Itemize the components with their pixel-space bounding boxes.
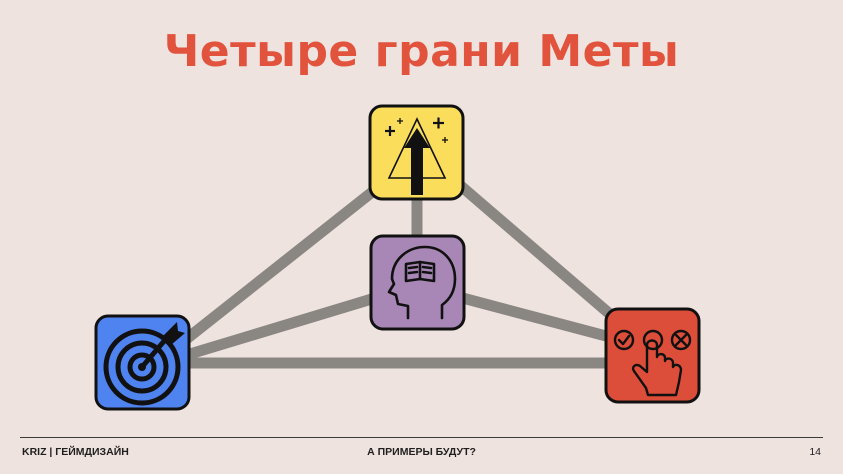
connector-growth-choice: [436, 163, 644, 345]
node-growth: [368, 104, 465, 201]
footer-section-title: А ПРИМЕРЫ БУДУТ?: [367, 446, 476, 458]
page-number: 14: [809, 446, 821, 458]
footer-brand: KRIZ | ГЕЙМДИЗАЙН: [22, 446, 129, 458]
footer-divider: [20, 437, 823, 438]
upward-arrow-icon: [385, 117, 448, 195]
node-knowledge: [369, 234, 466, 331]
hand-tap-choice-icon: [613, 329, 692, 397]
node-choice: [604, 307, 701, 404]
connector-goal-growth: [166, 165, 404, 357]
slide-title: Четыре грани Меты: [163, 26, 680, 77]
connector-goal-knowledge: [168, 286, 397, 366]
node-goal: [94, 314, 191, 411]
target-arrow-icon: [103, 322, 185, 406]
head-with-book-icon: [387, 245, 457, 320]
